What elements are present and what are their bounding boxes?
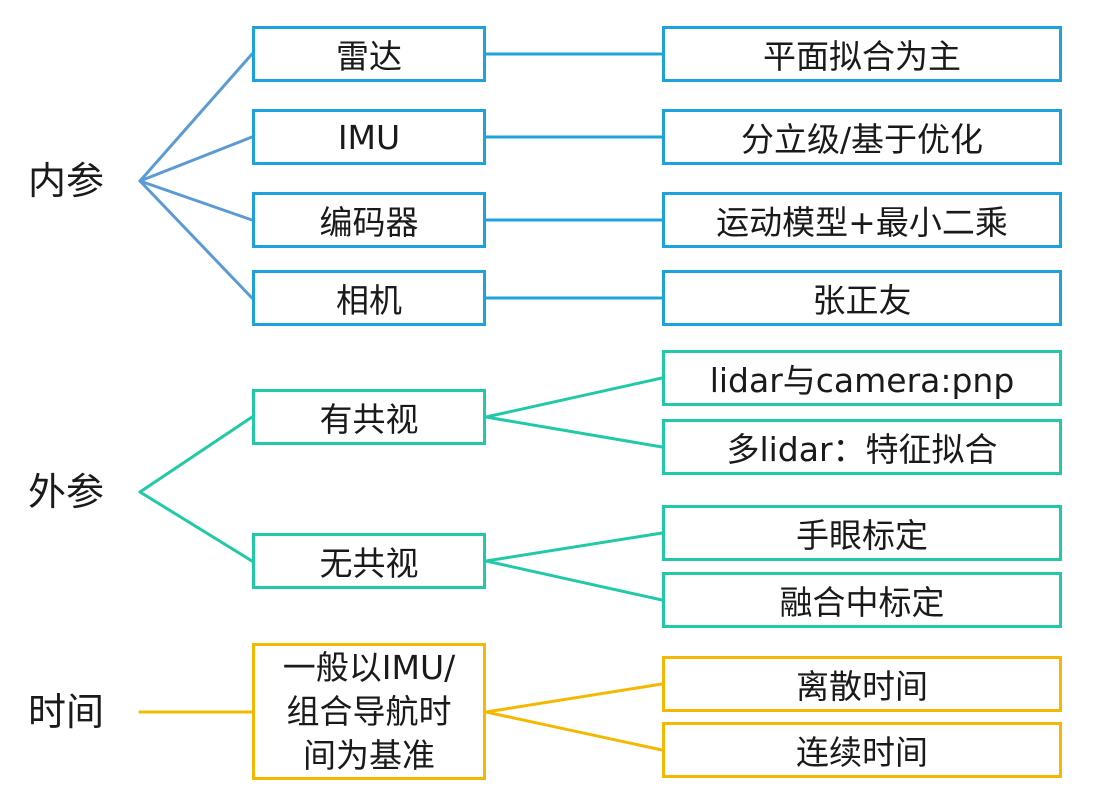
node-label: IMU — [337, 117, 401, 157]
link-intrinsic-camera — [138, 179, 254, 300]
method-label: 张正友 — [812, 281, 912, 320]
link-extrinsic-covisible — [138, 415, 254, 494]
method-hand-eye-calibration: 手眼标定 — [662, 505, 1062, 561]
method-lidar-camera-pnp: lidar与camera:pnp — [662, 350, 1062, 406]
link-covisible-pnp — [484, 376, 664, 419]
node-non-covisible: 无共视 — [252, 533, 486, 589]
node-label-line: 组合导航时 — [286, 691, 452, 731]
link-non-covisible-fusion — [484, 559, 664, 602]
method-label: 融合中标定 — [779, 583, 945, 622]
node-label: 相机 — [336, 281, 402, 320]
link-reference-continuous — [484, 710, 664, 752]
node-time-reference: 一般以IMU/ 组合导航时 间为基准 — [252, 643, 486, 780]
node-label: 编码器 — [319, 203, 419, 242]
node-camera: 相机 — [252, 270, 486, 326]
method-label: 多lidar：特征拟合 — [726, 430, 998, 469]
link-covisible-feature-fitting — [484, 415, 664, 449]
method-continuous-time: 连续时间 — [662, 722, 1062, 778]
method-label: 手眼标定 — [796, 516, 928, 555]
link-intrinsic-imu — [138, 135, 254, 183]
method-zhang-zhengyou: 张正友 — [662, 270, 1062, 326]
node-label-line: 间为基准 — [303, 735, 435, 775]
root-time: 时间 — [28, 690, 105, 734]
node-encoder: 编码器 — [252, 192, 486, 248]
link-intrinsic-radar — [138, 52, 254, 183]
node-covisible: 有共视 — [252, 389, 486, 445]
root-intrinsic: 内参 — [28, 159, 105, 203]
node-imu: IMU — [252, 109, 486, 165]
node-radar: 雷达 — [252, 26, 486, 82]
link-non-covisible-hand-eye — [484, 531, 664, 563]
link-intrinsic-encoder — [138, 179, 254, 222]
method-label: 分立级/基于优化 — [740, 120, 984, 159]
method-label: 连续时间 — [796, 733, 928, 772]
method-motion-model-least-squares: 运动模型+最小二乘 — [662, 192, 1062, 248]
link-extrinsic-non-covisible — [138, 490, 254, 563]
node-label: 无共视 — [319, 544, 419, 583]
node-label-line: 一般以IMU/ — [282, 647, 456, 687]
method-label: 平面拟合为主 — [763, 37, 961, 76]
method-fusion-calibration: 融合中标定 — [662, 572, 1062, 628]
root-extrinsic: 外参 — [28, 470, 105, 514]
method-plane-fitting: 平面拟合为主 — [662, 26, 1062, 82]
method-discrete-time: 离散时间 — [662, 656, 1062, 712]
method-imu-calibration: 分立级/基于优化 — [662, 109, 1062, 165]
node-label: 有共视 — [319, 400, 419, 439]
method-label: 运动模型+最小二乘 — [716, 203, 1008, 242]
method-label: 离散时间 — [796, 667, 928, 706]
method-label: lidar与camera:pnp — [709, 361, 1015, 400]
node-label: 雷达 — [336, 37, 402, 76]
method-multi-lidar-feature-fitting: 多lidar：特征拟合 — [662, 419, 1062, 475]
link-reference-discrete — [484, 682, 664, 714]
